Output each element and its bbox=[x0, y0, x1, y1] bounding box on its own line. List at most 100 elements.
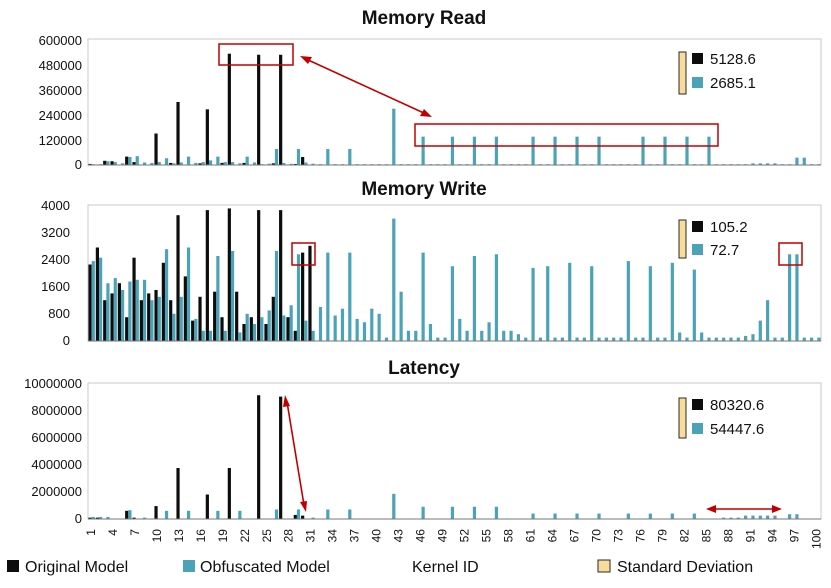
bar-obfuscated-kernel-73 bbox=[619, 337, 623, 341]
panel-memory-write: Memory Write 0 800 1600 2400 3200 4000 1… bbox=[41, 179, 822, 348]
stddev-swatch bbox=[678, 219, 687, 259]
legend-swatch-original bbox=[7, 560, 19, 572]
x-tick-label: 97 bbox=[788, 529, 802, 543]
bar-original-kernel-4 bbox=[110, 293, 114, 341]
bar-obfuscated-kernel-10 bbox=[157, 296, 161, 341]
bar-obfuscated-kernel-28 bbox=[289, 163, 293, 165]
bar-original-kernel-24 bbox=[257, 210, 261, 341]
bar-obfuscated-kernel-7 bbox=[135, 279, 139, 341]
bar-obfuscated-kernel-40 bbox=[377, 313, 381, 341]
bar-original-kernel-24 bbox=[257, 395, 261, 519]
bar-obfuscated-kernel-34 bbox=[333, 315, 337, 341]
bar-original-kernel-1 bbox=[88, 264, 92, 341]
bar-original-kernel-20 bbox=[227, 468, 231, 519]
legend-swatch-original bbox=[692, 399, 703, 410]
bar-obfuscated-kernel-28 bbox=[289, 305, 293, 341]
x-tick-label: 31 bbox=[304, 529, 318, 543]
bar-obfuscated-kernel-79 bbox=[663, 136, 667, 165]
y-tick-label: 4000 bbox=[41, 198, 70, 213]
bar-original-kernel-13 bbox=[176, 102, 180, 165]
y-axis-memory-write: 0 800 1600 2400 3200 4000 bbox=[41, 198, 70, 348]
bar-obfuscated-kernel-85 bbox=[707, 337, 711, 341]
panel-latency: Latency 0 2000000 4000000 6000000 800000… bbox=[24, 358, 822, 526]
bar-obfuscated-kernel-6 bbox=[128, 510, 132, 519]
bar-original-kernel-27 bbox=[279, 210, 283, 341]
bar-obfuscated-kernel-17 bbox=[208, 160, 213, 165]
stddev-swatch bbox=[678, 51, 687, 95]
stddev-obfuscated-value: 54447.6 bbox=[710, 421, 764, 438]
bar-obfuscated-kernel-5 bbox=[120, 290, 125, 341]
bar-obfuscated-kernel-2 bbox=[99, 257, 103, 341]
bar-obfuscated-kernel-29 bbox=[296, 254, 301, 341]
bar-obfuscated-kernel-5 bbox=[120, 163, 125, 165]
bar-obfuscated-kernel-70 bbox=[597, 337, 601, 341]
bar-obfuscated-kernel-50 bbox=[450, 266, 455, 341]
panel-memory-read: Memory Read 0 120000 240000 360000 48000… bbox=[39, 8, 822, 172]
stddev-original-value: 105.2 bbox=[710, 219, 748, 236]
chart-title-latency: Latency bbox=[388, 358, 460, 379]
bar-obfuscated-kernel-57 bbox=[502, 330, 506, 341]
bar-obfuscated-kernel-25 bbox=[267, 310, 271, 341]
bar-obfuscated-kernel-15 bbox=[194, 318, 198, 341]
bar-obfuscated-kernel-14 bbox=[186, 247, 191, 341]
bar-obfuscated-kernel-6 bbox=[128, 157, 132, 165]
bar-original-kernel-6 bbox=[125, 317, 129, 341]
x-tick-label: 61 bbox=[524, 529, 538, 543]
bar-obfuscated-kernel-8 bbox=[142, 279, 147, 341]
bar-obfuscated-kernel-53 bbox=[472, 256, 477, 341]
bar-obfuscated-kernel-74 bbox=[626, 513, 630, 519]
bar-obfuscated-kernel-81 bbox=[678, 332, 682, 341]
y-tick-label: 360000 bbox=[39, 83, 82, 98]
bar-obfuscated-kernel-93 bbox=[766, 163, 770, 165]
arrowhead bbox=[772, 505, 782, 513]
bar-obfuscated-kernel-87 bbox=[722, 337, 726, 341]
stddev-original-value: 80320.6 bbox=[710, 397, 764, 414]
y-tick-label: 1600 bbox=[41, 279, 70, 294]
legend-swatch-obfuscated bbox=[692, 423, 703, 434]
y-tick-label: 6000000 bbox=[31, 430, 82, 445]
bar-obfuscated-kernel-9 bbox=[150, 300, 154, 341]
bar-original-kernel-17 bbox=[205, 109, 209, 165]
x-tick-label: 55 bbox=[480, 529, 494, 543]
bar-original-kernel-12 bbox=[169, 300, 173, 341]
bar-obfuscated-kernel-64 bbox=[553, 136, 557, 165]
x-tick-label: 49 bbox=[436, 529, 450, 543]
bar-original-kernel-2 bbox=[95, 517, 99, 519]
bar-original-kernel-7 bbox=[132, 162, 136, 165]
bar-obfuscated-kernel-75 bbox=[634, 337, 638, 341]
bar-original-kernel-7 bbox=[132, 257, 136, 341]
arrowhead bbox=[283, 395, 290, 407]
x-tick-label: 76 bbox=[634, 529, 648, 543]
legend-swatch-obfuscated bbox=[183, 560, 195, 572]
bar-obfuscated-kernel-58 bbox=[509, 330, 513, 341]
bar-obfuscated-kernel-35 bbox=[340, 308, 345, 341]
bar-obfuscated-kernel-23 bbox=[252, 162, 257, 165]
bar-obfuscated-kernel-56 bbox=[494, 506, 499, 519]
bar-obfuscated-kernel-52 bbox=[465, 330, 469, 341]
bar-obfuscated-kernel-16 bbox=[201, 330, 205, 341]
bar-obfuscated-kernel-36 bbox=[348, 149, 352, 165]
bar-obfuscated-kernel-77 bbox=[648, 513, 652, 519]
bars-latency bbox=[88, 395, 799, 519]
bar-obfuscated-kernel-67 bbox=[575, 337, 579, 341]
y-tick-label: 8000000 bbox=[31, 403, 82, 418]
bar-obfuscated-kernel-48 bbox=[436, 337, 440, 341]
bar-obfuscated-kernel-96 bbox=[788, 254, 792, 341]
bar-obfuscated-kernel-12 bbox=[172, 313, 176, 341]
bar-obfuscated-kernel-76 bbox=[641, 136, 645, 165]
bar-obfuscated-kernel-3 bbox=[106, 283, 110, 341]
bar-obfuscated-kernel-91 bbox=[751, 163, 755, 165]
bar-obfuscated-kernel-88 bbox=[729, 517, 733, 519]
bar-original-kernel-27 bbox=[279, 54, 283, 165]
x-tick-label: 91 bbox=[744, 529, 758, 543]
y-tick-label: 480000 bbox=[39, 58, 82, 73]
bar-obfuscated-kernel-42 bbox=[392, 218, 396, 341]
y-tick-label: 0 bbox=[63, 333, 70, 348]
stddev-obfuscated-value: 2685.1 bbox=[710, 75, 756, 92]
bar-obfuscated-kernel-50 bbox=[450, 506, 455, 519]
stddev-box-memory-read: 5128.6 2685.1 bbox=[678, 51, 756, 95]
bar-original-kernel-3 bbox=[103, 300, 107, 341]
bar-obfuscated-kernel-77 bbox=[648, 266, 652, 341]
